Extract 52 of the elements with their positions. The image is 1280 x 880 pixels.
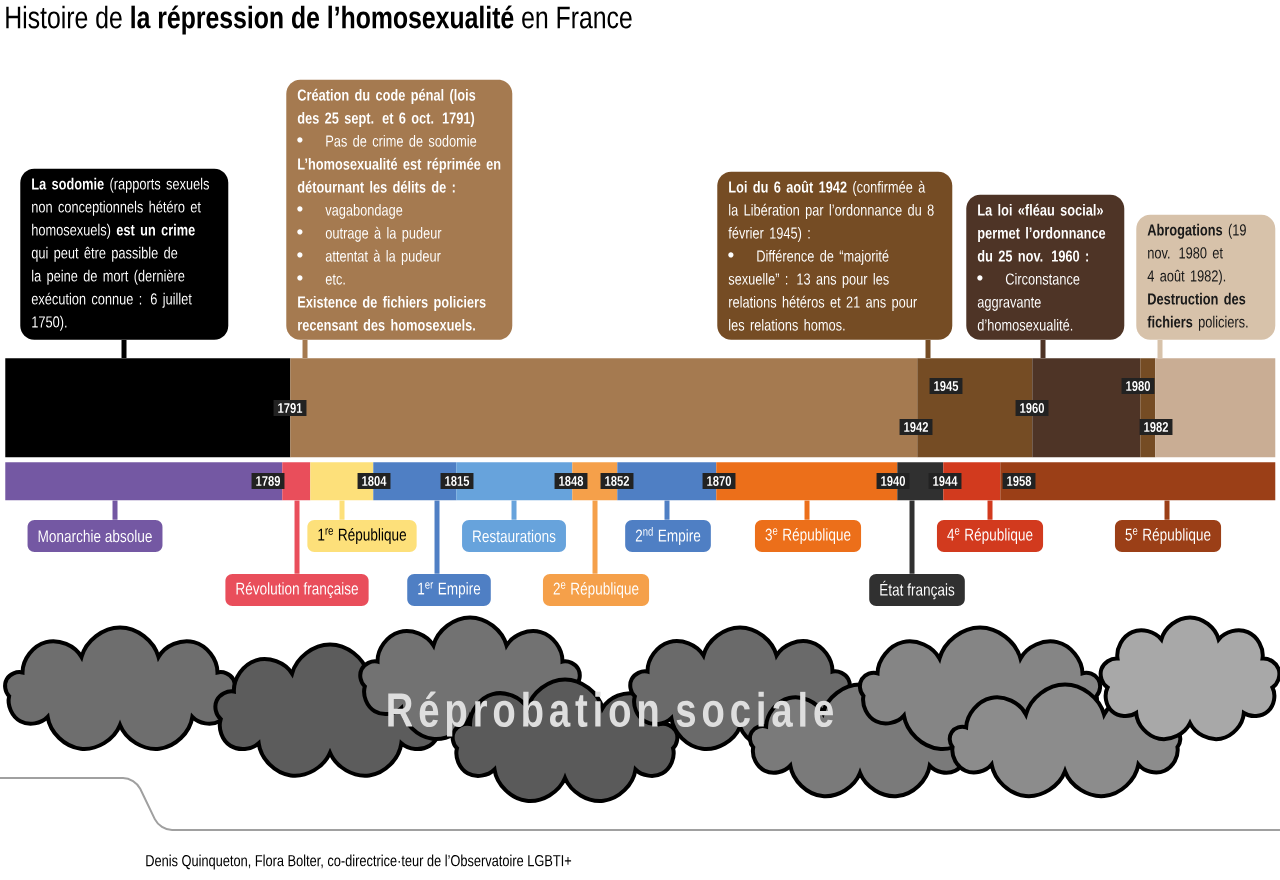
year-tag: 1982	[1139, 419, 1173, 435]
timeline-segment	[282, 462, 311, 501]
year-tag: 1945	[929, 378, 963, 394]
leader-line	[592, 500, 598, 574]
leader-line	[339, 500, 345, 520]
event-box: La sodomie (rapports sexuels non conceptionnels hétéro et homosexuels) est un crime qui peut être passible de la peine de mort (dernière exécution connue : 6 juillet 1750).	[20, 168, 229, 340]
period-label: État français	[869, 574, 965, 606]
credit-line: Denis Quinqueton, Flora Bolter, co-directrice·teur de l’Observatoire LGBTI+	[146, 854, 572, 870]
leader-line	[511, 500, 517, 520]
period-label: Révolution française	[225, 574, 369, 606]
event-box: Création du code pénal (lois des 25 sept. et 6 oct. 1791) Pas de crime de sodomie L’homosexualité est réprimée en détournant les délits de : vagabondage outrage à la pudeur attentat à la pudeur etc. Existence de fichiers policiers recensant des homosexuels.	[286, 79, 513, 340]
leader-line	[1040, 340, 1046, 358]
year-tag: 1980	[1121, 378, 1155, 394]
year-tag: 1940	[876, 473, 910, 489]
period-label: 2$^{nd}$ Empire	[625, 520, 711, 552]
timeline-segment	[5, 462, 283, 501]
leader-line	[804, 500, 810, 520]
event-box: La loi «fléau social» permet l’ordonnance du 25 nov. 1960 : Circonstance aggravante d’homosexualité.	[966, 194, 1125, 340]
leader-line	[925, 340, 931, 358]
leader-line	[987, 500, 993, 520]
period-label: 1$^{re}$ République	[307, 520, 417, 552]
period-label: 2$^{e}$ République	[542, 574, 650, 606]
year-tag: 1848	[554, 473, 588, 489]
period-label: 5$^{e}$ République	[1114, 520, 1222, 552]
period-label: 3$^{e}$ République	[754, 520, 862, 552]
year-tag: 1815	[440, 473, 474, 489]
year-tag: 1870	[702, 473, 736, 489]
leader-line	[121, 340, 127, 358]
period-label: 1$^{er}$ Empire	[407, 574, 491, 606]
year-tag: 1852	[600, 473, 634, 489]
year-tag: 1944	[928, 473, 962, 489]
year-tag: 1791	[273, 400, 307, 416]
event-box: Loi du 6 août 1942 (confirmée à la Libération par l’ordonnance du 8 février 1945) : Différence de “majorité sexuelle” : 13 ans pour les relations hétéros et 21 ans pour les relations homos.	[717, 171, 953, 340]
leader-line	[302, 340, 308, 358]
year-tag: 1804	[357, 473, 391, 489]
leader-line	[434, 500, 440, 574]
year-tag: 1789	[251, 473, 285, 489]
leader-line	[1164, 500, 1170, 520]
period-label: Restaurations	[462, 520, 566, 552]
leader-line	[112, 500, 118, 520]
leader-line	[1157, 340, 1163, 358]
leader-line	[664, 500, 670, 520]
leader-line	[909, 500, 915, 574]
event-box: Abrogations (19 nov. 1980 et 4 août 1982). Destruction des fichiers policiers.	[1136, 214, 1276, 340]
period-label: 4$^{e}$ République	[936, 520, 1044, 552]
period-label: Monarchie absolue	[27, 520, 163, 552]
year-tag: 1958	[1002, 473, 1036, 489]
year-tag: 1942	[899, 419, 933, 435]
title: Histoire de la répression de l’homosexualité en France	[6, 5, 632, 35]
timeline-segment	[1000, 462, 1276, 501]
leader-line	[294, 500, 300, 574]
year-tag: 1960	[1015, 400, 1049, 416]
